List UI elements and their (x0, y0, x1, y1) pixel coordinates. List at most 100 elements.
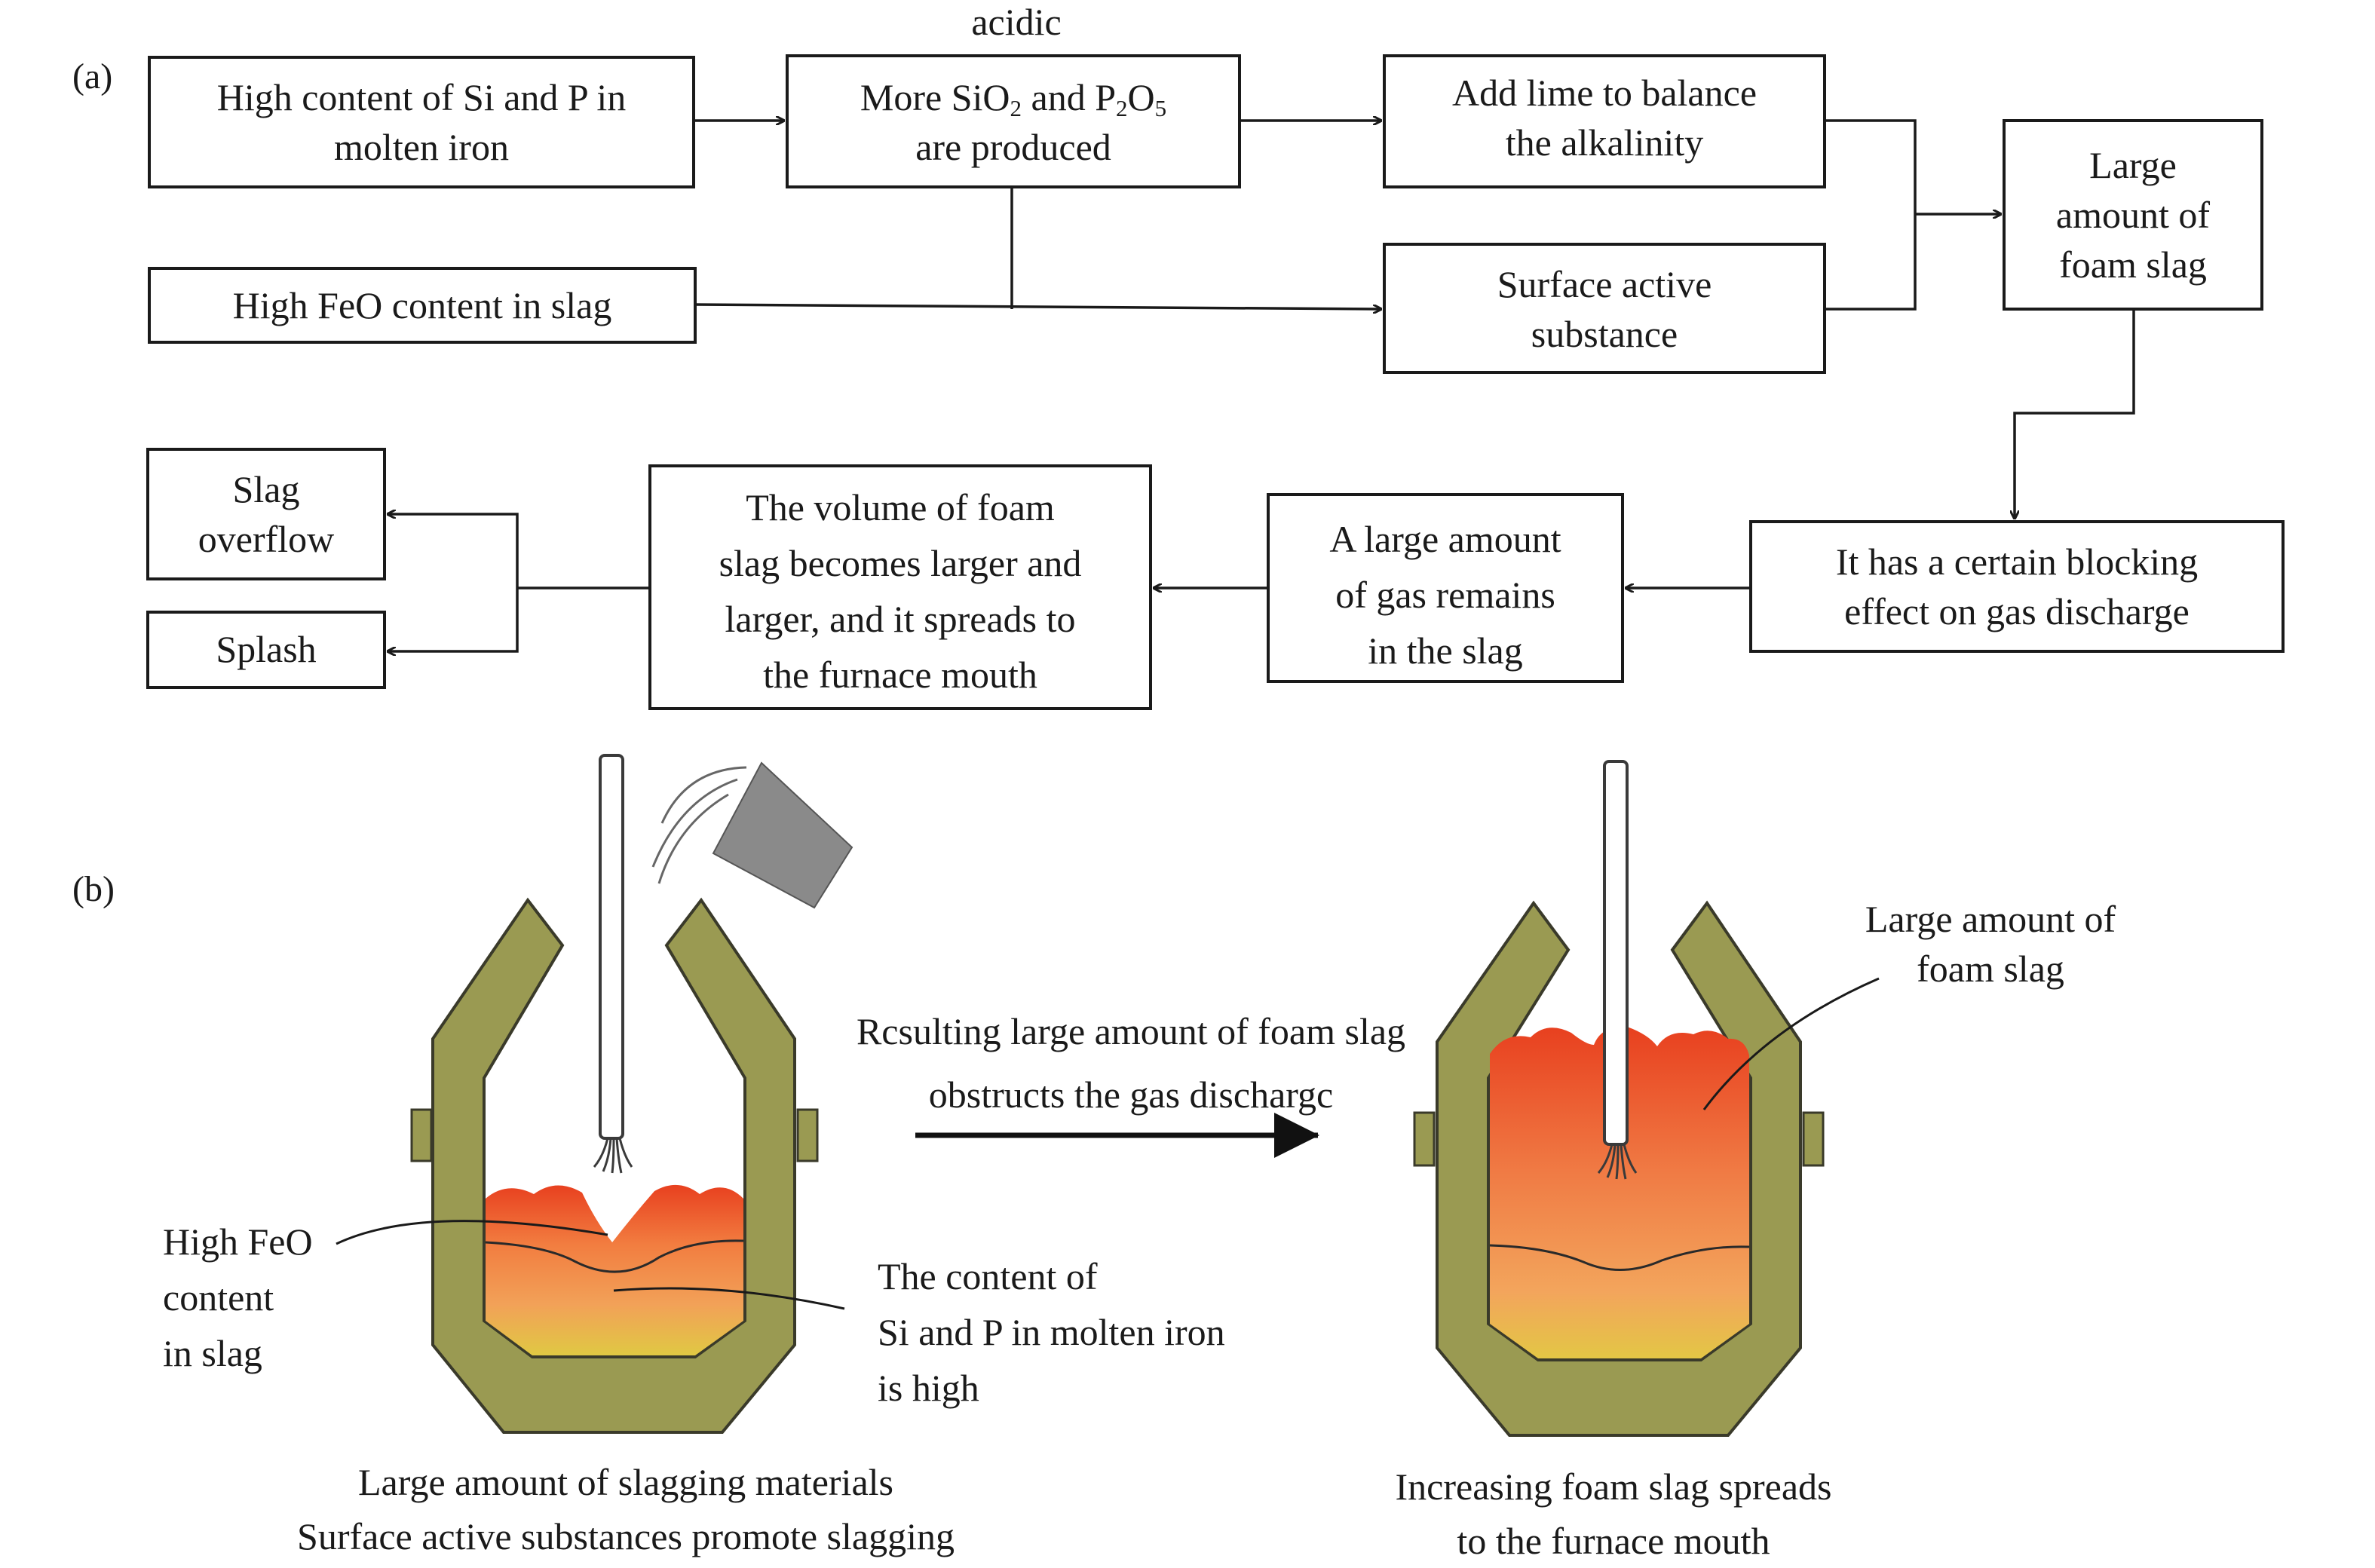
label-feo-line-1: High FeO (163, 1220, 313, 1263)
text-gas-remains-line-2: of gas remains (1335, 574, 1555, 616)
text-gas-remains-line-1: A large amount (1329, 518, 1561, 560)
box-si-p-iron (148, 56, 695, 188)
right-lug-left (1413, 1111, 1436, 1167)
arrow-to-overflow (388, 514, 519, 588)
label-si-p-line-3: is high (878, 1367, 979, 1409)
text-overflow-line-2: overflow (198, 518, 335, 560)
text-overflow-line-1: Slag (232, 468, 300, 510)
text-gas-remains-line-3: in the slag (1368, 629, 1523, 672)
box-splash (146, 611, 386, 689)
right-slag-bath (1490, 1026, 1749, 1358)
text-feo-slag: High FeO content in slag (232, 284, 612, 326)
slag-bucket (712, 761, 853, 909)
left-lug-right (796, 1108, 819, 1162)
leader-si-p (613, 1287, 845, 1310)
label-feo-line-2: content (163, 1276, 274, 1318)
text-volume-line-4: the furnace mouth (763, 654, 1037, 696)
arrow-caption: Rcsulting large amount of foam slag obst… (799, 1000, 1463, 1126)
text-foam-slag-line-1: Large (2089, 144, 2177, 186)
caption-right-line-1: Increasing foam slag spreads (1395, 1465, 1832, 1508)
arrow-caption-line-2: obstructs the gas dischargc (928, 1073, 1334, 1116)
text-volume: The volume of foam slag becomes larger a… (650, 479, 1151, 703)
connector-lime-join (1825, 119, 1917, 311)
box-sio2-p2o5 (786, 54, 1241, 188)
label-foam-slag: Large amount of foam slag (1802, 894, 2179, 994)
formula-sub-2a: 2 (1010, 94, 1022, 121)
label-si-p-line-2: Si and P in molten iron (878, 1311, 1225, 1353)
arrow-foam-to-blocking (2015, 309, 2135, 519)
formula-sub-2b: 2 (1116, 94, 1128, 121)
box-overflow (146, 448, 386, 580)
formula-sub-5: 5 (1154, 94, 1167, 121)
label-foam-line-2: foam slag (1917, 948, 2064, 990)
panel-a-label: (a) (72, 57, 113, 96)
text-produced: are produced (915, 126, 1111, 168)
caption-left-converter: Large amount of slagging materials Surfa… (188, 1455, 1063, 1563)
left-vessel-shell (431, 897, 796, 1434)
right-slag-layer-line (1489, 1244, 1750, 1271)
text-blocking: It has a certain blocking effect on gas … (1751, 537, 2283, 636)
formula-line: More SiO2 and P2O5 (787, 72, 1240, 122)
annotation-acidic: acidic (971, 1, 1062, 43)
text-surface-active-line-2: substance (1531, 313, 1678, 355)
text-gas-remains: A large amount of gas remains in the sla… (1268, 511, 1623, 678)
right-lug-right (1802, 1111, 1825, 1167)
text-si-p-iron: High content of Si and P in molten iron (149, 72, 694, 172)
leader-foam (1702, 977, 1880, 1110)
right-lance-jet (1597, 1144, 1638, 1180)
text-surface-active: Surface active substance (1384, 259, 1825, 359)
text-foam-slag-line-2: amount of (2055, 194, 2211, 236)
label-foam-line-1: Large amount of (1865, 898, 2116, 940)
text-si-p-iron-line-1: High content of Si and P in (216, 76, 627, 118)
leader-feo (336, 1220, 608, 1245)
text-volume-line-2: slag becomes larger and (719, 542, 1082, 584)
box-surface-active (1383, 243, 1826, 374)
formula-and-p: and P (1022, 76, 1117, 118)
text-splash: Splash (216, 628, 317, 670)
box-lime (1383, 54, 1826, 188)
text-sio2-p2o5: More SiO2 and P2O5 are produced (787, 72, 1240, 172)
right-vessel-shell (1436, 900, 1802, 1437)
arrow-feo-to-surface (694, 303, 1381, 309)
material-stream-lines (651, 766, 747, 884)
text-lime: Add lime to balance the alkalinity (1384, 68, 1825, 167)
flow-connectors (388, 119, 2135, 651)
label-feo-line-3: in slag (163, 1332, 262, 1374)
right-oxygen-lance (1603, 760, 1629, 1146)
flow-boxes (146, 54, 2285, 710)
box-blocking (1749, 520, 2285, 653)
text-overflow: Slag overflow (148, 464, 385, 564)
converter-left (336, 754, 853, 1434)
left-oxygen-lance (599, 754, 624, 1140)
text-surface-active-line-1: Surface active (1497, 263, 1712, 305)
box-foam-slag (2003, 119, 2263, 311)
left-slag-layer-line (485, 1239, 744, 1273)
formula-more-sio: More SiO (860, 76, 1010, 118)
converter-right (1413, 760, 1880, 1437)
label-si-p-content: The content of Si and P in molten iron i… (878, 1248, 1225, 1416)
text-volume-line-3: larger, and it spreads to (725, 598, 1076, 640)
text-si-p-iron-line-2: molten iron (334, 126, 509, 168)
label-si-p-line-1: The content of (878, 1255, 1098, 1297)
arrow-to-splash (388, 588, 519, 651)
caption-right-converter: Increasing foam slag spreads to the furn… (1312, 1459, 1915, 1568)
text-lime-line-1: Add lime to balance (1451, 72, 1758, 114)
label-feo-content: High FeO content in slag (163, 1214, 313, 1381)
caption-left-line-2: Surface active substances promote slaggi… (297, 1515, 955, 1557)
text-lime-line-2: the alkalinity (1505, 121, 1704, 164)
text-blocking-line-1: It has a certain blocking (1835, 541, 2199, 583)
formula-o: O (1127, 76, 1155, 118)
left-lance-jet (593, 1138, 633, 1174)
text-foam-slag-line-3: foam slag (2059, 243, 2207, 286)
caption-left-line-1: Large amount of slagging materials (358, 1461, 893, 1503)
text-volume-line-1: The volume of foam (746, 486, 1055, 528)
left-lug-left (410, 1108, 433, 1162)
left-slag-bath (486, 1184, 743, 1355)
panel-b-label: (b) (72, 869, 115, 909)
text-foam-slag: Large amount of foam slag (2004, 140, 2262, 289)
caption-right-line-2: to the furnace mouth (1457, 1520, 1770, 1562)
text-blocking-line-2: effect on gas discharge (1844, 590, 2190, 632)
arrow-caption-line-1: Rcsulting large amount of foam slag (856, 1010, 1406, 1052)
